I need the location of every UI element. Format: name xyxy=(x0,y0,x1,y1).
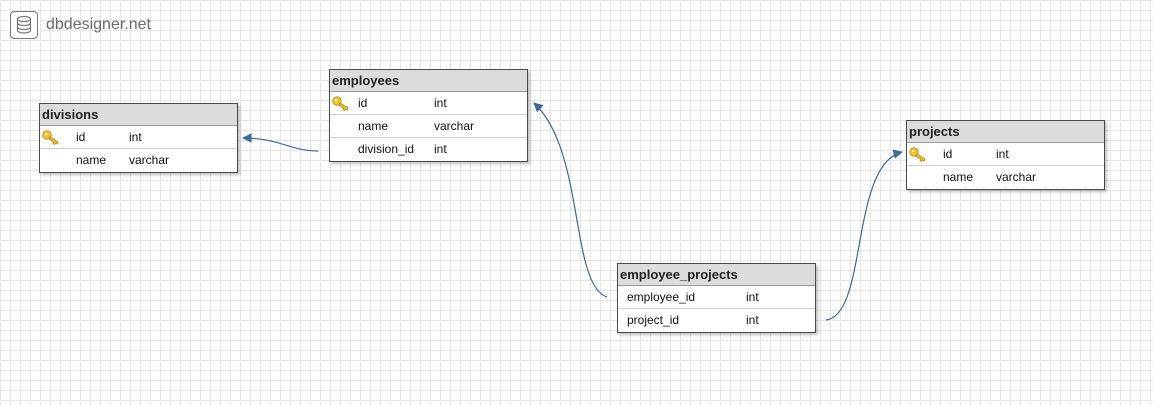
table-title-projects: projects xyxy=(907,121,1104,143)
primary-key-icon xyxy=(909,146,927,163)
field-row-employee-projects-project-id[interactable]: project_id int xyxy=(618,309,815,332)
field-row-employees-name[interactable]: name varchar xyxy=(330,115,527,138)
primary-key-icon xyxy=(42,129,60,146)
field-row-employees-id[interactable]: id int xyxy=(330,92,527,115)
field-row-projects-name[interactable]: name varchar xyxy=(907,166,1104,189)
table-employee-projects[interactable]: employee_projects employee_id int projec… xyxy=(617,263,816,333)
table-divisions[interactable]: divisions id int name varchar xyxy=(39,103,238,173)
field-name: name xyxy=(76,153,107,167)
dbdesigner-logo[interactable]: dbdesigner.net xyxy=(10,10,151,40)
field-name: name xyxy=(943,170,974,184)
field-name: project_id xyxy=(627,313,680,327)
field-name: id xyxy=(943,147,953,161)
field-type: int xyxy=(434,142,447,156)
table-title-employee-projects: employee_projects xyxy=(618,264,815,286)
table-projects[interactable]: projects id int name varchar xyxy=(906,120,1105,190)
field-type: varchar xyxy=(434,119,475,133)
primary-key-icon xyxy=(332,95,350,112)
field-row-projects-id[interactable]: id int xyxy=(907,143,1104,166)
field-name: employee_id xyxy=(627,290,696,304)
field-type: int xyxy=(996,147,1009,161)
field-row-divisions-name[interactable]: name varchar xyxy=(40,149,237,172)
field-row-employee-projects-employee-id[interactable]: employee_id int xyxy=(618,286,815,309)
link-employee-projects-employees[interactable] xyxy=(533,102,608,298)
field-name: id xyxy=(76,130,86,144)
field-type: int xyxy=(746,290,759,304)
field-name: name xyxy=(358,119,389,133)
field-type: int xyxy=(434,96,447,110)
database-icon xyxy=(10,11,38,39)
field-type: int xyxy=(129,130,142,144)
table-employees[interactable]: employees id int name varchar division_i… xyxy=(329,69,528,162)
field-type: int xyxy=(746,313,759,327)
link-employee-projects-projects[interactable] xyxy=(825,149,903,321)
logo-text: dbdesigner.net xyxy=(46,16,151,33)
field-type: varchar xyxy=(129,153,170,167)
table-title-divisions: divisions xyxy=(40,104,237,126)
field-name: division_id xyxy=(358,142,415,156)
field-row-employees-division-id[interactable]: division_id int xyxy=(330,138,527,161)
field-row-divisions-id[interactable]: id int xyxy=(40,126,237,149)
field-type: varchar xyxy=(996,170,1037,184)
field-name: id xyxy=(358,96,368,110)
table-title-employees: employees xyxy=(330,70,527,92)
link-employees-divisions[interactable] xyxy=(242,133,319,152)
